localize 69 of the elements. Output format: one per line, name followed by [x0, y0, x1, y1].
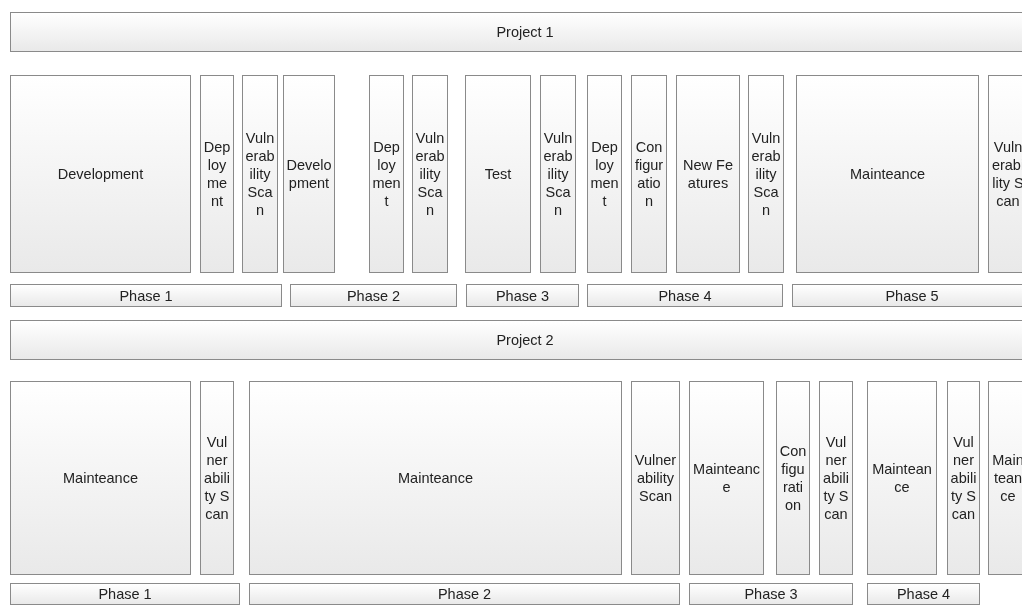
task-box	[242, 75, 278, 273]
phase-bar	[10, 583, 240, 605]
task-label: Mainteance	[397, 469, 474, 487]
task-box	[796, 75, 979, 273]
task-box	[283, 75, 335, 273]
task-box	[689, 381, 764, 575]
phase-label: Phase 4	[895, 585, 952, 603]
task-box	[10, 381, 191, 575]
project-label: Project 1	[495, 23, 555, 41]
task-box	[676, 75, 740, 273]
task-box	[947, 381, 980, 575]
phase-label: Phase 2	[436, 585, 493, 603]
phase-bar	[689, 583, 853, 605]
task-box	[540, 75, 576, 273]
task-label: Development	[56, 165, 145, 183]
task-label: Mainteance	[871, 460, 933, 496]
task-label: Test	[483, 165, 513, 183]
task-label: Vulnerability Scan	[633, 451, 678, 505]
phase-label: Phase 3	[494, 286, 551, 305]
task-box	[776, 381, 810, 575]
task-label: Vulnerability Scan	[244, 129, 276, 219]
phase-label: Phase 5	[884, 286, 940, 305]
phase-bar	[10, 284, 282, 307]
project-bar	[10, 320, 1022, 360]
task-label: Configuration	[633, 138, 665, 210]
task-label: Vulnerability Scan	[822, 433, 850, 523]
task-label: Mainteance	[991, 451, 1022, 505]
task-box	[748, 75, 784, 273]
project-label: Project 2	[495, 331, 555, 349]
task-box	[369, 75, 404, 273]
task-label: Vulnerability Scan	[949, 433, 978, 523]
task-box	[412, 75, 448, 273]
phase-label: Phase 1	[97, 585, 153, 603]
task-label: Deployment	[371, 138, 402, 210]
phase-label: Phase 4	[657, 286, 713, 305]
phase-label: Phase 1	[118, 286, 174, 305]
task-label: Vulnerability Scan	[750, 129, 782, 219]
task-label: Mainteance	[62, 469, 139, 487]
task-label: Vulnerability Scan	[203, 433, 231, 523]
task-box	[10, 75, 191, 273]
task-label: Deployment	[589, 138, 620, 210]
task-box	[631, 75, 667, 273]
task-label: Deployment	[202, 138, 232, 210]
phase-bar	[587, 284, 783, 307]
task-box	[587, 75, 622, 273]
task-label: Mainteance	[692, 460, 761, 496]
task-box	[200, 381, 234, 575]
phase-bar	[867, 583, 980, 605]
task-box	[819, 381, 853, 575]
task-box	[465, 75, 531, 273]
task-label: Vulnerability Scan	[414, 129, 446, 219]
phase-label: Phase 2	[345, 286, 402, 305]
task-box	[867, 381, 937, 575]
task-box	[988, 381, 1022, 575]
phase-bar	[249, 583, 680, 605]
task-label: Configuration	[778, 442, 808, 514]
project-bar	[10, 12, 1022, 52]
task-label: New Features	[682, 156, 734, 192]
task-label: Vulnerability Scan	[542, 129, 574, 219]
task-box	[200, 75, 234, 273]
task-box	[249, 381, 622, 575]
phase-bar	[792, 284, 1022, 307]
phase-bar	[466, 284, 579, 307]
phase-label: Phase 3	[743, 585, 799, 603]
task-box	[631, 381, 680, 575]
task-box	[988, 75, 1022, 273]
task-label: Development	[285, 156, 333, 192]
phase-bar	[290, 284, 457, 307]
task-label: Mainteance	[849, 165, 926, 183]
